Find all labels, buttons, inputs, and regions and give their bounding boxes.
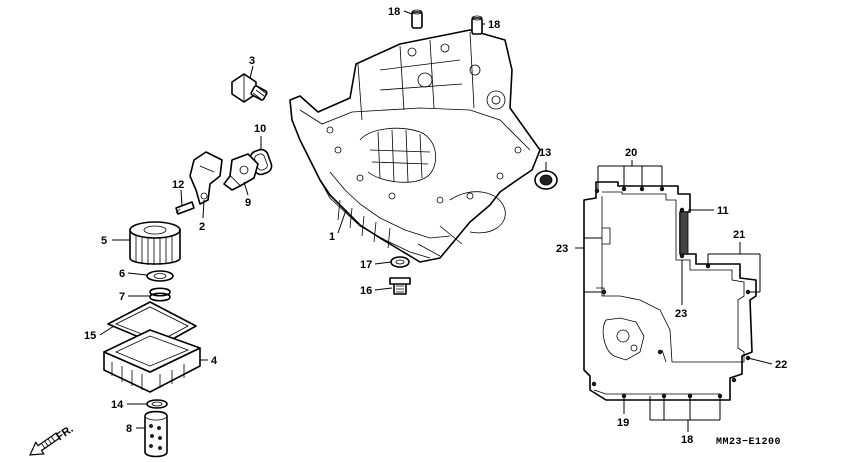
part-number-2: 2 — [199, 221, 205, 233]
part-number-18-left: 18 — [388, 6, 400, 18]
part-number-3: 3 — [249, 55, 255, 67]
drain-bolt-drawing — [389, 256, 411, 295]
part-number-12: 12 — [172, 179, 184, 191]
bracket-drawing — [175, 151, 223, 215]
part-number-7: 7 — [119, 291, 125, 303]
part-number-16: 16 — [360, 285, 372, 297]
part-number-11: 11 — [717, 205, 729, 217]
part-number-13: 13 — [539, 147, 551, 159]
part-number-20: 19 — [617, 417, 629, 429]
part-number-9: 9 — [245, 197, 251, 209]
oil-pipe-drawing — [223, 153, 259, 191]
diagram-code: MM23−E1200 — [716, 437, 781, 448]
oil-pressure-switch-drawing — [231, 73, 268, 103]
part-number-22-top: 21 — [733, 229, 745, 241]
part-number-23-left: 23 — [556, 243, 568, 255]
part-number-18-right: 18 — [488, 19, 500, 31]
sealant-diagram — [583, 181, 757, 401]
part-number-23-right: 23 — [675, 308, 687, 320]
leader-lines — [99, 10, 773, 432]
part-number-4: 4 — [211, 355, 218, 367]
washer-spring-drawing — [146, 270, 174, 302]
part-number-15: 15 — [84, 330, 96, 342]
part-labels: 18 18 3 10 13 12 9 2 1 5 6 7 15 4 14 8 1… — [84, 6, 787, 446]
part-number-1: 1 — [329, 231, 335, 243]
part-number-14: 14 — [111, 399, 124, 411]
part-number-22-bottom: 22 — [775, 359, 787, 371]
front-direction-indicator: FR. — [29, 423, 76, 456]
lower-crankcase-drawing — [289, 29, 541, 263]
part-number-8: 8 — [126, 423, 132, 435]
part-number-5: 5 — [101, 235, 107, 247]
part-number-10: 10 — [254, 123, 266, 135]
part-number-19: 18 — [681, 434, 693, 446]
dowel-pin-drawings — [411, 9, 483, 35]
part-number-17: 17 — [360, 259, 372, 271]
strainer-drawing — [144, 399, 168, 458]
oil-seal-drawing — [534, 170, 558, 190]
front-arrow-icon — [29, 432, 61, 456]
oil-filter-drawing — [129, 221, 181, 265]
part-number-21: 20 — [625, 147, 637, 159]
part-number-6: 6 — [119, 268, 125, 280]
oil-pan-drawing — [103, 301, 201, 393]
